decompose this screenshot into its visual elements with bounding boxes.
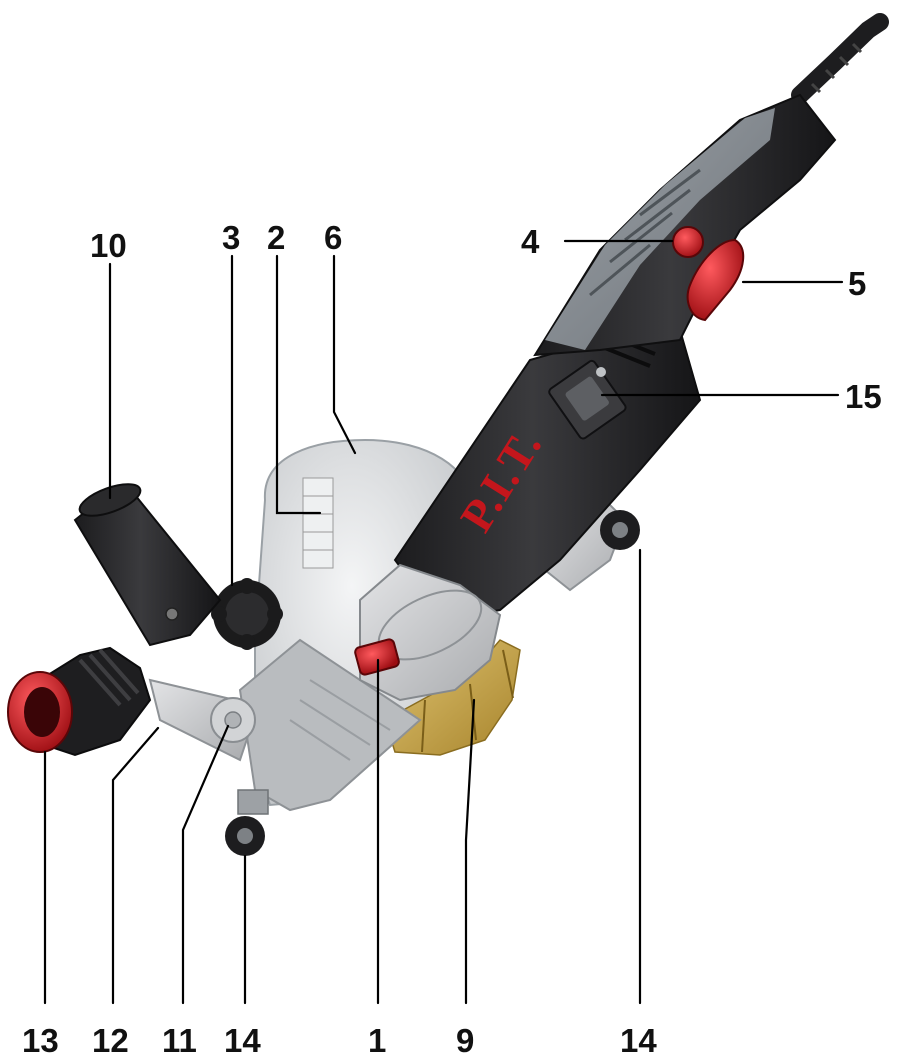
- front-roller-wheel: [225, 789, 269, 856]
- handle-grip-overlay: [545, 108, 775, 350]
- callout-9: 9: [456, 1022, 474, 1059]
- tool-illustration: P.I.T.: [7, 13, 889, 856]
- power-cord: [791, 13, 889, 104]
- callout-1: 1: [368, 1022, 386, 1059]
- callout-11: 11: [162, 1022, 197, 1059]
- callout-4: 4: [521, 223, 540, 260]
- depth-scale: [302, 477, 334, 569]
- callout-3: 3: [222, 219, 240, 256]
- lock-off-button[interactable]: [672, 226, 704, 258]
- callout-10: 10: [90, 227, 127, 264]
- depth-lock-knob[interactable]: [211, 578, 283, 650]
- rear-roller-wheel: [600, 510, 640, 550]
- trigger-switch[interactable]: [686, 238, 745, 322]
- callout-14-right: 14: [620, 1022, 657, 1059]
- callout-14-left: 14: [224, 1022, 261, 1059]
- callout-6: 6: [324, 219, 342, 256]
- leader-lines: [43, 239, 844, 1005]
- callout-12: 12: [92, 1022, 129, 1059]
- callout-13: 13: [22, 1022, 59, 1059]
- callout-15: 15: [845, 378, 882, 415]
- dust-extraction-port[interactable]: [73, 493, 222, 647]
- callout-2: 2: [267, 219, 285, 256]
- spindle-lock-button[interactable]: [354, 638, 400, 676]
- callout-5: 5: [848, 265, 866, 302]
- callout-labels: 10 3 2 6 4 5 15 13 12 11 14 1 9 14: [22, 219, 882, 1059]
